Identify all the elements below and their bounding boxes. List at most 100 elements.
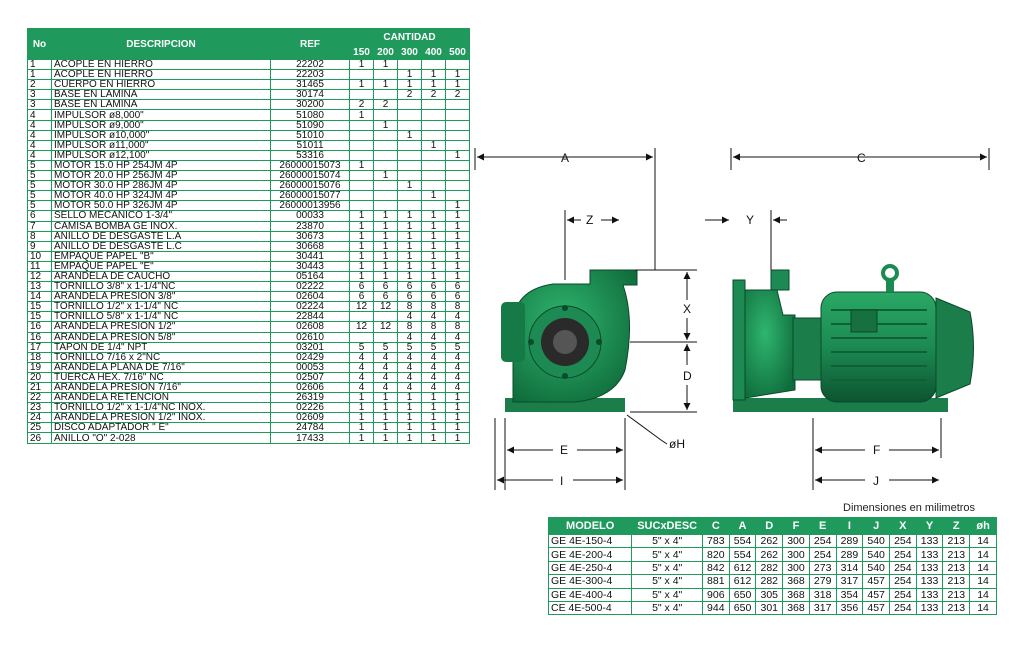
quantity-cell: 1 <box>444 200 471 212</box>
quantity-cell: 1 <box>373 240 398 252</box>
part-no: 17 <box>27 341 52 353</box>
quantity-cell: 1 <box>397 79 422 91</box>
quantity-cell: 1 <box>421 139 446 151</box>
quantity-cell: 1 <box>397 240 422 252</box>
quantity-cell <box>421 109 446 121</box>
part-description: TORNILLO 7/16 x 2"NC <box>51 351 271 363</box>
quantity-cell: 1 <box>421 392 446 404</box>
header-ref: REF <box>270 28 350 60</box>
quantity-cell: 4 <box>397 361 422 373</box>
quantity-cell: 1 <box>349 422 374 434</box>
part-ref: 30174 <box>270 89 350 101</box>
quantity-cell <box>397 170 422 182</box>
dim-cell: 554 <box>728 533 757 549</box>
dim-header: F <box>782 517 810 535</box>
quantity-cell <box>349 129 374 141</box>
quantity-cell: 12 <box>349 321 374 333</box>
quantity-cell: 1 <box>421 412 446 424</box>
dim-cell: 540 <box>862 533 890 549</box>
quantity-cell <box>444 129 471 141</box>
part-ref: 22844 <box>270 311 350 323</box>
quantity-cell: 1 <box>397 220 422 232</box>
part-ref: 22202 <box>270 58 350 71</box>
part-no: 9 <box>27 240 52 252</box>
quantity-cell: 1 <box>444 230 471 242</box>
quantity-cell: 1 <box>349 260 374 272</box>
part-description: ARANDELA PRESION 5/8" <box>51 331 271 343</box>
quantity-cell: 1 <box>373 392 398 404</box>
dim-cell: 14 <box>969 533 997 549</box>
quantity-cell <box>349 139 374 151</box>
dim-header: X <box>888 517 917 535</box>
part-ref: 02604 <box>270 291 350 303</box>
quantity-cell <box>349 69 374 81</box>
dim-cell: 5" x 4" <box>631 574 703 589</box>
quantity-cell <box>373 159 398 172</box>
quantity-cell: 1 <box>397 210 422 222</box>
dim-header: A <box>728 517 757 535</box>
quantity-cell: 8 <box>421 321 446 333</box>
quantity-cell <box>373 311 398 323</box>
dim-cell: 133 <box>915 600 944 616</box>
dim-header: SUCxDESC <box>631 517 703 535</box>
dimension-lines <box>474 148 990 490</box>
quantity-cell: 1 <box>421 240 446 252</box>
part-no: 1 <box>27 69 52 81</box>
dim-cell: 368 <box>782 587 810 602</box>
pump-impeller-hub <box>553 330 577 354</box>
dim-cell: 906 <box>701 587 730 602</box>
motor-terminal-box <box>850 309 878 333</box>
dim-cell: 289 <box>835 547 864 562</box>
quantity-cell: 4 <box>444 311 471 323</box>
quantity-cell <box>397 58 422 71</box>
part-description: EMPAQUE PAPEL "B" <box>51 250 271 262</box>
quantity-cell: 4 <box>397 331 422 343</box>
quantity-cell <box>349 170 374 182</box>
part-ref: 30200 <box>270 99 350 111</box>
part-description: IMPULSOR ø9,000" <box>51 119 271 131</box>
quantity-cell: 1 <box>349 402 374 414</box>
quantity-cell: 1 <box>349 432 374 444</box>
part-description: TUERCA HEX. 7/16" NC <box>51 371 271 384</box>
quantity-cell <box>421 180 446 192</box>
header-descripcion: DESCRIPCION <box>51 28 271 60</box>
part-no: 3 <box>27 89 52 101</box>
dim-header: MODELO <box>547 517 633 535</box>
quantity-cell: 1 <box>421 402 446 414</box>
quantity-cell <box>421 170 446 182</box>
part-ref: 03201 <box>270 341 350 353</box>
dim-cell: 457 <box>862 574 890 589</box>
quantity-cell: 2 <box>421 89 446 101</box>
quantity-cell: 8 <box>444 321 471 333</box>
dim-cell: 254 <box>888 574 917 589</box>
part-no: 15 <box>27 301 52 313</box>
quantity-cell: 4 <box>397 351 422 363</box>
header-size-500: 500 <box>444 45 471 60</box>
quantity-cell: 5 <box>421 341 446 353</box>
quantity-cell <box>397 99 422 111</box>
label-j: J <box>873 474 879 488</box>
quantity-cell: 1 <box>349 240 374 252</box>
label-f: F <box>873 443 880 457</box>
quantity-cell: 1 <box>397 392 422 404</box>
quantity-cell <box>373 149 398 161</box>
quantity-cell <box>349 119 374 131</box>
side-adapter <box>792 317 824 381</box>
quantity-cell: 1 <box>349 210 374 222</box>
part-ref: 30673 <box>270 230 350 242</box>
dim-cell: 612 <box>728 574 757 589</box>
quantity-cell: 1 <box>444 402 471 414</box>
part-description: MOTOR 50.0 HP 326JM 4P <box>51 200 271 212</box>
part-ref: 02606 <box>270 381 350 394</box>
quantity-cell: 1 <box>397 260 422 272</box>
quantity-cell: 1 <box>421 270 446 283</box>
part-ref: 02609 <box>270 412 350 424</box>
dim-cell: 273 <box>808 560 837 576</box>
